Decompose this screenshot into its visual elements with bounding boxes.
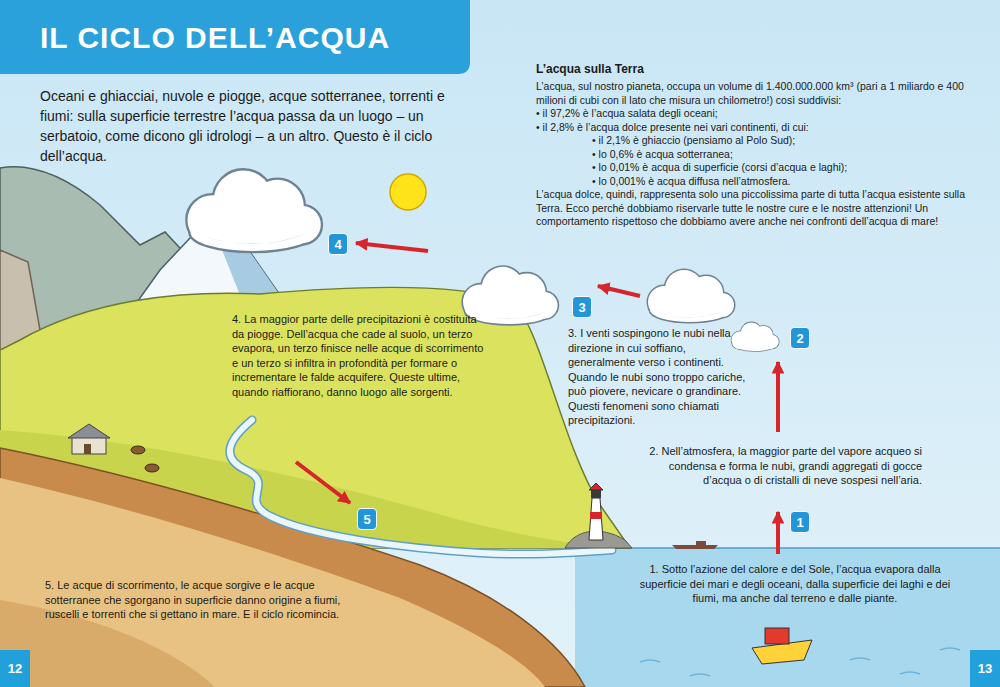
callout-number: 3 xyxy=(578,301,585,314)
lighthouse xyxy=(565,483,632,548)
list-subitem: • il 2,1% è ghiaccio (pensiamo al Polo S… xyxy=(536,134,992,148)
ship xyxy=(672,541,718,549)
body-text: L’acqua, sul nostro pianeta, occupa un v… xyxy=(536,80,992,107)
callout-number: 5 xyxy=(363,513,370,526)
page-number: 12 xyxy=(8,662,22,675)
hut xyxy=(68,424,110,454)
info-column: L’acqua sulla TerraL’acqua, sul nostro p… xyxy=(536,62,992,229)
cloud xyxy=(463,267,558,324)
cow xyxy=(145,464,159,472)
flow-arrow xyxy=(356,243,428,251)
sun xyxy=(390,174,426,210)
cow xyxy=(131,446,145,454)
step-text: 1. Sotto l’azione del calore e del Sole,… xyxy=(630,562,960,606)
list-subitem: • lo 0,01% è acqua di superficie (corsi … xyxy=(536,161,992,175)
sea xyxy=(575,548,1000,687)
page-title: IL CICLO DELL’ACQUA xyxy=(40,20,390,56)
cloud xyxy=(188,170,321,251)
soil-layer xyxy=(0,448,585,687)
hut-wall xyxy=(72,436,106,454)
boat xyxy=(752,628,812,664)
lamp xyxy=(591,490,601,498)
tower-band xyxy=(590,512,602,519)
section-heading: L’acqua sulla Terra xyxy=(536,62,992,77)
step-text: 4. La maggior parte delle precipitazioni… xyxy=(232,312,488,399)
step-text: 5. Le acque di scorrimento, le acque sor… xyxy=(45,578,345,622)
callout-number: 1 xyxy=(796,516,803,529)
callout-number: 4 xyxy=(334,238,341,251)
page-number-box: 12 xyxy=(0,650,30,687)
hut-roof xyxy=(68,424,110,438)
list-subitem: • lo 0,6% è acqua sotterranea; xyxy=(536,148,992,162)
cloud xyxy=(732,322,779,351)
step-text: 2. Nell’atmosfera, la maggior parte del … xyxy=(637,444,922,488)
page-number-box: 13 xyxy=(970,650,1000,687)
river xyxy=(230,420,612,554)
river-water xyxy=(230,420,612,554)
callout-box: 1 xyxy=(790,511,810,533)
list-item: • il 97,2% è l’acqua salata degli oceani… xyxy=(536,107,992,121)
list-subitem: • lo 0,001% è acqua diffusa nell’atmosfe… xyxy=(536,175,992,189)
callout-box: 4 xyxy=(328,233,348,255)
flow-arrow xyxy=(776,362,780,432)
callout-box: 3 xyxy=(572,296,592,318)
flow-arrow xyxy=(296,462,350,503)
page-number: 13 xyxy=(978,662,992,675)
cows xyxy=(131,446,159,472)
soil-layer xyxy=(0,478,545,687)
step-text: 3. I venti sospingono le nubi nella dire… xyxy=(568,326,752,428)
boat-cabin xyxy=(765,628,789,644)
hut-door xyxy=(84,444,91,454)
intro-text: Oceani e ghiacciai, nuvole e piogge, acq… xyxy=(40,86,480,166)
tower xyxy=(589,498,603,540)
ship-deck xyxy=(696,541,706,545)
flow-arrows xyxy=(296,243,778,554)
callout-box: 5 xyxy=(357,508,377,530)
flow-arrow xyxy=(598,286,640,296)
horizon xyxy=(610,547,1000,549)
ship-hull xyxy=(672,545,718,549)
lamp-roof xyxy=(589,483,603,490)
callout-number: 2 xyxy=(796,332,803,345)
list-item: • il 2,8% è l’acqua dolce presente nei v… xyxy=(536,121,992,135)
river-bank xyxy=(230,420,612,554)
title-banner xyxy=(0,0,470,74)
cloud xyxy=(648,270,734,322)
flow-arrow xyxy=(776,512,780,554)
body-text: L’acqua dolce, quindi, rappresenta solo … xyxy=(536,188,992,229)
callout-box: 2 xyxy=(790,327,810,349)
